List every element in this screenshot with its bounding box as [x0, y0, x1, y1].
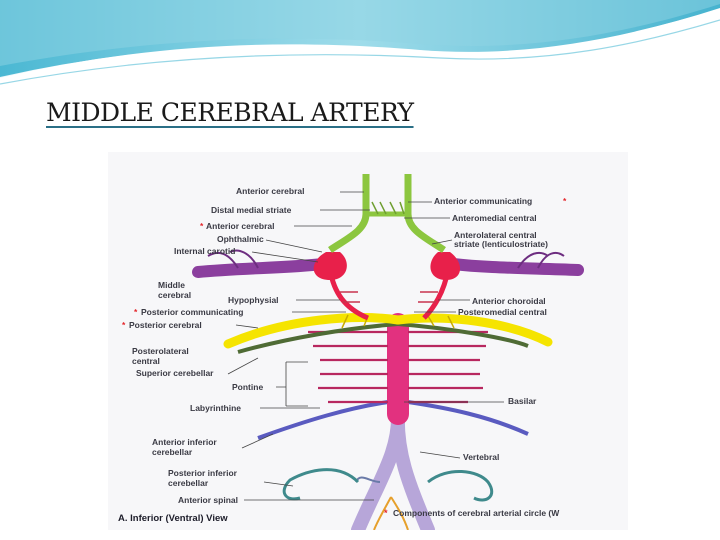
- label-ophthalmic: Ophthalmic: [217, 234, 264, 244]
- slide-title: MIDDLE CEREBRAL ARTERY: [46, 98, 414, 127]
- label-hypophysial: Hypophysial: [228, 295, 279, 305]
- header-wave-decoration: [0, 0, 720, 85]
- label-lenticulostriate: striate (lenticulostriate): [454, 239, 548, 249]
- left-labels: Anterior cerebral Distal medial striate …: [122, 186, 374, 505]
- label-anterior-cerebral: Anterior cerebral: [206, 221, 275, 231]
- label-anterior-spinal: Anterior spinal: [178, 495, 238, 505]
- star-posterior-communicating: *: [134, 307, 138, 317]
- label-posterolateral: Posterolateral: [132, 346, 189, 356]
- label-central: central: [132, 356, 160, 366]
- label-anterolateral-central: Anterolateral central: [454, 230, 537, 240]
- legend-text: Components of cerebral arterial circle (…: [393, 508, 560, 518]
- figure-caption: A. Inferior (Ventral) View: [118, 513, 228, 524]
- star-anterior-communicating: *: [563, 196, 567, 206]
- label-internal-carotid: Internal carotid: [174, 246, 235, 256]
- label-posterior-inferior: Posterior inferior: [168, 468, 238, 478]
- right-labels: Anterior communicating * Anteromedial ce…: [404, 196, 567, 462]
- legend-star: *: [384, 508, 388, 518]
- label-anterior-choroidal: Anterior choroidal: [472, 296, 546, 306]
- label-middle: Middle: [158, 280, 185, 290]
- middle-cerebral: [192, 249, 584, 278]
- cerebellar-branches: [257, 400, 529, 530]
- label-anteromedial-central: Anteromedial central: [452, 213, 537, 223]
- label-posterior-communicating: Posterior communicating: [141, 307, 244, 317]
- label-distal-medial-striate: Distal medial striate: [211, 205, 292, 215]
- label-anterior-communicating: Anterior communicating: [434, 196, 532, 206]
- label-posterior-cerebral: Posterior cerebral: [129, 320, 202, 330]
- label-anterior-inferior: Anterior inferior: [152, 437, 217, 447]
- superior-cerebellar: [237, 322, 529, 354]
- internal-carotid: [313, 252, 461, 280]
- star-anterior-cerebral: *: [200, 221, 204, 231]
- label-posteromedial-central: Posteromedial central: [458, 307, 547, 317]
- label-posterior-inferior-cerebellar: cerebellar: [168, 478, 209, 488]
- label-basilar: Basilar: [508, 396, 537, 406]
- label-anterior-cerebral-top: Anterior cerebral: [236, 186, 305, 196]
- posterior-cerebral: [223, 313, 553, 349]
- label-anterior-inferior-cerebellar: cerebellar: [152, 447, 193, 457]
- basilar-artery: [308, 313, 488, 425]
- label-vertebral: Vertebral: [463, 452, 499, 462]
- circle-of-willis-diagram: Anterior cerebral Distal medial striate …: [108, 152, 628, 530]
- anterior-cerebral: [328, 174, 446, 253]
- star-posterior-cerebral: *: [122, 320, 126, 330]
- label-pontine: Pontine: [232, 382, 263, 392]
- label-cerebral: cerebral: [158, 290, 191, 300]
- label-superior-cerebellar: Superior cerebellar: [136, 368, 214, 378]
- label-labyrinthine: Labyrinthine: [190, 403, 241, 413]
